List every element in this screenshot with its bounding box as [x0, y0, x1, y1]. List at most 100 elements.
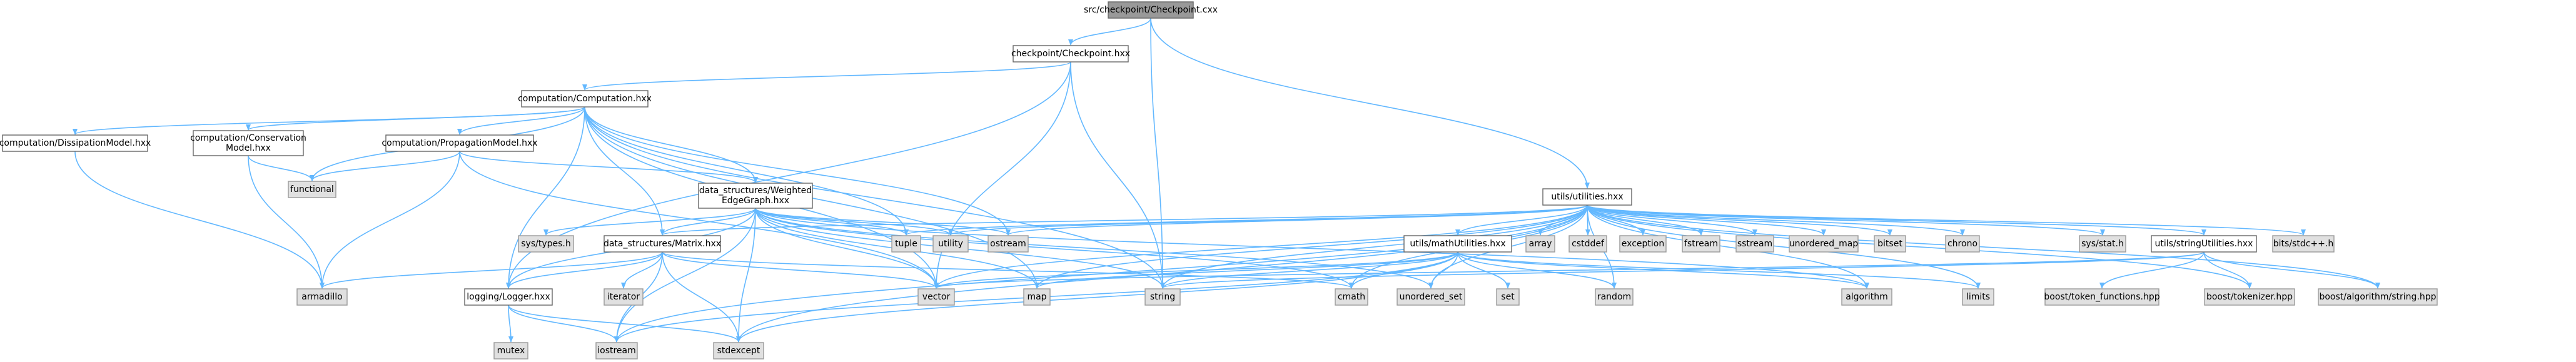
edge-utilities-to-sysstat	[1587, 204, 2105, 236]
node-label: string	[1150, 292, 1175, 302]
edge-matrix-to-stdexcept	[662, 251, 741, 343]
node-data-structures-matrix-hxx[interactable]: data_structures/Matrix.hxx	[604, 235, 721, 253]
edge-stringutil-to-string	[1160, 251, 2205, 289]
node-box	[1619, 235, 1667, 253]
node-limits: limits	[1962, 288, 1994, 306]
node-box	[713, 342, 764, 359]
edge-weighted-to-stdexcept	[736, 208, 756, 343]
node-unordered-map: unordered_map	[1789, 235, 1859, 253]
node-boost-token-functions-hpp: boost/token_functions.hpp	[2044, 288, 2160, 306]
node-box	[891, 235, 921, 253]
node-label: algorithm	[1846, 292, 1888, 302]
edge-computation-to-matrix	[584, 106, 665, 236]
node-checkpoint-checkpoint-hxx[interactable]: checkpoint/Checkpoint.hxx	[1011, 45, 1130, 63]
node-box	[2, 134, 148, 152]
node-sstream: sstream	[1735, 235, 1774, 253]
node-stdexcept: stdexcept	[713, 342, 764, 359]
node-label: iostream	[597, 346, 636, 356]
node-box	[917, 288, 955, 306]
node-label: cstddef	[1572, 239, 1605, 249]
node-utility: utility	[932, 235, 969, 253]
edge-weighted-to-algorithm	[755, 208, 1869, 289]
edge-conservation-to-functional	[248, 155, 315, 181]
edge-utilities-to-stringutil	[1587, 204, 2206, 236]
node-ostream: ostream	[987, 235, 1029, 253]
node-box	[987, 235, 1029, 253]
node-label: utils/mathUtilities.hxx	[1410, 239, 1505, 249]
node-computation-propagationmodel-hxx[interactable]: computation/PropagationModel.hxx	[381, 134, 538, 152]
node-box	[2079, 235, 2126, 253]
node-box	[1108, 1, 1194, 19]
node-label: set	[1501, 292, 1515, 302]
node-utils-mathutilities-hxx[interactable]: utils/mathUtilities.hxx	[1403, 235, 1512, 253]
node-utils-utilities-hxx[interactable]: utils/utilities.hxx	[1542, 188, 1632, 206]
edge-utilities-to-boost_string	[1587, 204, 2380, 289]
edge-logger-to-stdexcept	[508, 304, 741, 343]
node-exception: exception	[1619, 235, 1667, 253]
node-label: armadillo	[301, 292, 342, 302]
node-label: ostream	[990, 239, 1026, 249]
edge-utilities-to-bitset	[1587, 204, 1892, 236]
node-label: functional	[290, 184, 334, 194]
node-tuple: tuple	[891, 235, 921, 253]
edge-stringutil-to-tokenizer	[2203, 251, 2252, 289]
node-label: tuple	[895, 239, 917, 249]
node-box	[1595, 288, 1634, 306]
edge-mathutil-to-set	[1457, 251, 1510, 289]
node-box	[296, 288, 348, 306]
node-functional: functional	[288, 181, 336, 198]
node-box	[1568, 235, 1607, 253]
node-label: boost/token_functions.hpp	[2044, 292, 2159, 302]
node-box	[1525, 235, 1555, 253]
node-box	[1682, 235, 1720, 253]
node-box	[1397, 288, 1465, 306]
node-label: computation/DissipationModel.hxx	[0, 138, 151, 148]
node-computation-dissipationmodel-hxx[interactable]: computation/DissipationModel.hxx	[0, 134, 151, 152]
node-box	[1945, 235, 1980, 253]
edge-propagation-to-weighted	[459, 151, 758, 183]
node-sys-stat-h: sys/stat.h	[2079, 235, 2126, 253]
node-src-checkpoint-checkpoint-cxx[interactable]: src/checkpoint/Checkpoint.cxx	[1084, 1, 1218, 19]
node-box	[698, 183, 813, 209]
node-label: bits/stdc++.h	[2273, 239, 2333, 249]
node-computation-computation-hxx[interactable]: computation/Computation.hxx	[518, 90, 652, 108]
edge-mathutil-to-string	[1160, 251, 1458, 289]
node-box	[2318, 288, 2438, 306]
node-box	[2204, 288, 2295, 306]
node-box	[521, 90, 649, 108]
node-label: Model.hxx	[226, 143, 271, 153]
node-utils-stringutilities-hxx[interactable]: utils/stringUtilities.hxx	[2151, 235, 2257, 253]
node-box	[288, 181, 336, 198]
node-label: computation/Computation.hxx	[518, 94, 652, 104]
node-label: boost/algorithm/string.hpp	[2319, 292, 2436, 302]
node-box	[595, 342, 638, 359]
edge-utilities-to-sstream	[1587, 204, 1757, 236]
edge-dissipation-to-armadillo	[74, 151, 325, 289]
edge-weighted-to-utility	[755, 208, 953, 236]
node-box	[1962, 288, 1994, 306]
node-bits-stdc-h: bits/stdc++.h	[2272, 235, 2335, 253]
node-label: EdgeGraph.hxx	[722, 196, 789, 206]
edge-mathutil-to-stdexcept	[736, 251, 1458, 343]
node-string: string	[1144, 288, 1181, 306]
edge-computation-to-ostream	[584, 106, 1011, 236]
edge-weighted-to-vector	[755, 208, 939, 289]
node-label: sstream	[1737, 239, 1772, 249]
node-logging-logger-hxx[interactable]: logging/Logger.hxx	[464, 288, 553, 306]
node-label: computation/Conservation	[190, 133, 306, 143]
node-unordered-set: unordered_set	[1397, 288, 1465, 306]
node-sys-types-h: sys/types.h	[518, 235, 574, 253]
node-label: logging/Logger.hxx	[467, 292, 550, 302]
edge-propagation-to-functional	[310, 151, 460, 181]
node-label: mutex	[497, 346, 525, 356]
node-label: utils/stringUtilities.hxx	[2155, 239, 2253, 249]
node-box	[1403, 235, 1512, 253]
node-label: stdexcept	[717, 346, 760, 356]
edge-utilities-to-limits	[1587, 204, 1981, 289]
node-map: map	[1023, 288, 1051, 306]
edge-layer	[73, 18, 2380, 343]
edge-utilities-to-unordered_map	[1587, 204, 1826, 236]
